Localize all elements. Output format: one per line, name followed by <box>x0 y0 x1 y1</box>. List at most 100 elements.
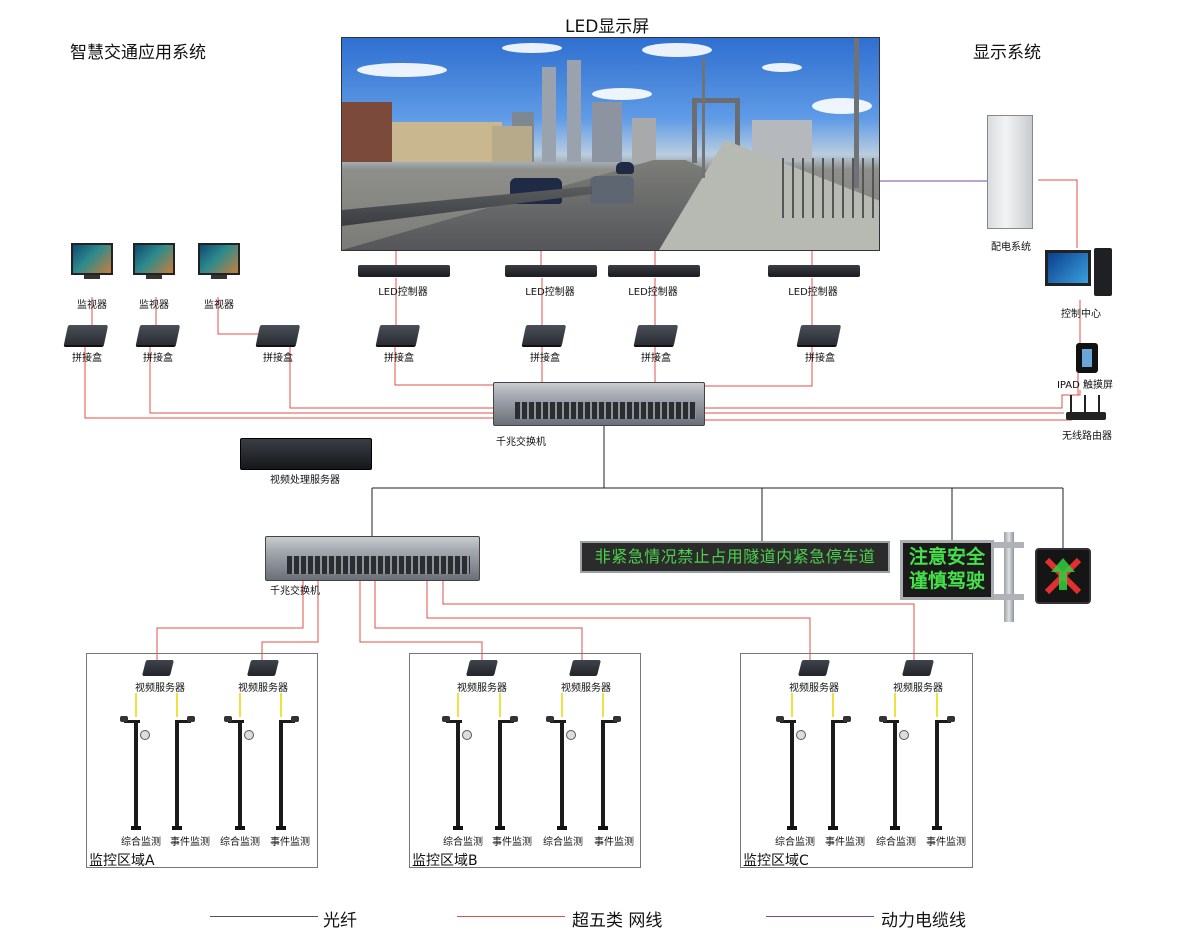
zone-label: 监控区域A <box>89 853 155 869</box>
led-controller-label: LED控制器 <box>788 287 838 298</box>
pole-label: 综合监测 <box>543 837 583 848</box>
led-controller-label: LED控制器 <box>378 287 428 298</box>
pole-label: 事件监测 <box>926 837 966 848</box>
core-switch-label: 千兆交换机 <box>496 437 546 448</box>
splice-box-5 <box>521 325 567 345</box>
variable-message-sign: 注意安全 谨慎驾驶 <box>900 540 994 600</box>
splice-box-label: 拼接盒 <box>263 353 293 364</box>
led-display-screen <box>341 37 880 251</box>
monitor-label: 监视器 <box>77 300 107 311</box>
camera-pole-icon <box>163 712 195 832</box>
splice-box-4 <box>375 325 421 345</box>
led-controller-label: LED控制器 <box>525 287 575 298</box>
pole-label: 综合监测 <box>775 837 815 848</box>
app-system-title: 智慧交通应用系统 <box>70 43 206 63</box>
sign-pole <box>994 532 1024 622</box>
monitor-2 <box>133 243 175 279</box>
splice-box-7 <box>796 325 842 345</box>
lcd-monitor-icon <box>198 243 240 275</box>
access-switch-label: 千兆交换机 <box>270 586 320 597</box>
lcd-monitor-icon <box>133 243 175 275</box>
legend-power-line <box>766 916 874 917</box>
video-server-label: 视频服务器 <box>238 683 288 694</box>
lane-control-signal-icon <box>1035 548 1091 604</box>
video-server-icon <box>247 660 279 676</box>
monitor-label: 监视器 <box>204 300 234 311</box>
pole-label: 综合监测 <box>121 837 161 848</box>
video-server-label: 视频服务器 <box>135 683 185 694</box>
legend-ethernet-line <box>457 916 565 917</box>
camera-pole-icon <box>923 712 955 832</box>
control-center-label: 控制中心 <box>1061 309 1101 320</box>
monitoring-zone-b <box>409 653 641 868</box>
monitor-1 <box>71 243 113 279</box>
zone-label: 监控区域B <box>412 853 478 869</box>
pole-label: 综合监测 <box>443 837 483 848</box>
lcd-monitor-icon <box>71 243 113 275</box>
legend-fiber-line <box>210 916 318 917</box>
splice-box-2 <box>135 325 181 345</box>
ethernet-wires-upper <box>84 179 1081 421</box>
video-server-label: 视频服务器 <box>789 683 839 694</box>
led-controller-label: LED控制器 <box>628 287 678 298</box>
video-server-icon <box>466 660 498 676</box>
camera-pole-icon <box>486 712 518 832</box>
pc-tower <box>1094 248 1112 296</box>
video-processing-server <box>240 438 372 470</box>
display-system-title: 显示系统 <box>973 43 1041 63</box>
power-cabinet-icon <box>987 115 1033 229</box>
camera-pole-icon <box>589 712 621 832</box>
legend-power-label: 动力电缆线 <box>881 911 966 931</box>
camera-pole-icon <box>267 712 299 832</box>
desktop-pc-icon <box>1045 250 1091 286</box>
vms-line-1: 注意安全 <box>908 546 985 568</box>
fiber-wires <box>371 424 1064 548</box>
led-controller-4 <box>768 265 860 277</box>
pole-label: 事件监测 <box>825 837 865 848</box>
ethernet-wires-lower <box>156 579 915 660</box>
splice-box-label: 拼接盒 <box>641 353 671 364</box>
camera-pole-icon <box>224 712 256 832</box>
vms-line-2: 谨慎驾驶 <box>908 570 985 592</box>
video-server-label: 视频服务器 <box>561 683 611 694</box>
monitor-label: 监视器 <box>139 300 169 311</box>
monitor-3 <box>198 243 240 279</box>
video-server-icon <box>569 660 601 676</box>
splice-box-label: 拼接盒 <box>143 353 173 364</box>
core-switch <box>493 382 705 426</box>
control-center-pc <box>1045 250 1091 286</box>
camera-pole-icon <box>776 712 808 832</box>
camera-pole-icon <box>879 712 911 832</box>
led-controller-2 <box>505 265 597 277</box>
splice-box-6 <box>633 325 679 345</box>
video-server-label: 视频服务器 <box>457 683 507 694</box>
camera-feed-wires <box>135 693 938 717</box>
router-label: 无线路由器 <box>1062 431 1112 442</box>
power-system-label: 配电系统 <box>991 242 1031 253</box>
camera-pole-icon <box>120 712 152 832</box>
video-server-icon <box>142 660 174 676</box>
video-processing-server-label: 视频处理服务器 <box>270 475 340 486</box>
splice-box-1 <box>63 325 109 345</box>
pole-label: 综合监测 <box>220 837 260 848</box>
led-controller-3 <box>608 265 700 277</box>
led-controller-1 <box>358 265 450 277</box>
splice-box-label: 拼接盒 <box>72 353 102 364</box>
video-server-icon <box>902 660 934 676</box>
monitoring-zone-c <box>740 653 973 868</box>
splice-box-label: 拼接盒 <box>530 353 560 364</box>
camera-pole-icon <box>819 712 851 832</box>
zone-label: 监控区域C <box>743 853 809 869</box>
led-screen-title: LED显示屏 <box>565 17 650 37</box>
video-server-label: 视频服务器 <box>893 683 943 694</box>
legend-ethernet-label: 超五类 网线 <box>572 911 663 931</box>
access-switch <box>265 536 480 581</box>
splice-box-label: 拼接盒 <box>384 353 414 364</box>
splice-box-label: 拼接盒 <box>805 353 835 364</box>
camera-pole-icon <box>442 712 474 832</box>
monitoring-zone-a <box>86 653 318 868</box>
pole-label: 综合监测 <box>876 837 916 848</box>
pole-label: 事件监测 <box>170 837 210 848</box>
ipad-label: IPAD 触摸屏 <box>1056 380 1114 391</box>
